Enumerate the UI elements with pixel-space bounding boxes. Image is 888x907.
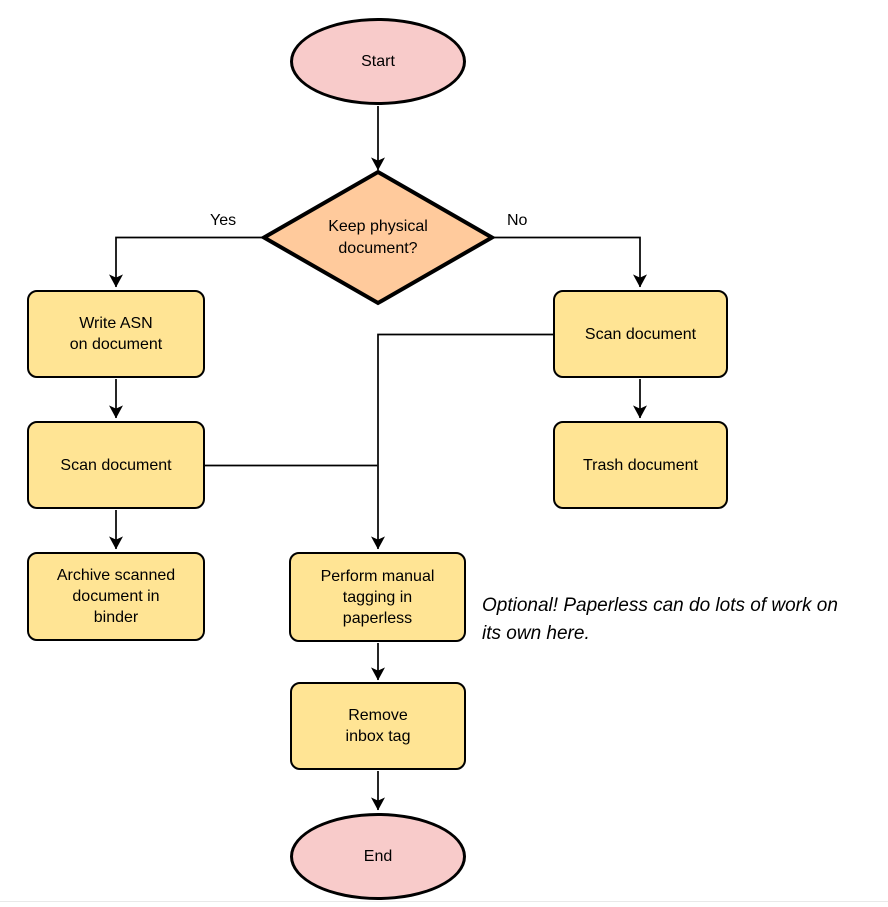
bottom-divider: [0, 901, 888, 902]
process-remove-inbox-tag: Remove inbox tag: [290, 682, 466, 770]
end-node: End: [290, 813, 466, 900]
edge-scan-right-to-tagging: [371, 333, 553, 550]
node-label: Archive scanned document in binder: [56, 567, 176, 626]
process-archive-binder: Archive scanned document in binder: [27, 552, 205, 641]
edge-label-no: No: [507, 212, 528, 229]
process-write-asn: Write ASN on document: [27, 290, 205, 378]
node-label: Trash document: [582, 456, 698, 474]
node-label: Scan document: [584, 325, 697, 343]
process-trash-document: Trash document: [553, 421, 728, 509]
start-node: Start: [290, 18, 466, 105]
node-label: Scan document: [60, 456, 172, 474]
edge-label-yes: Yes: [210, 212, 237, 229]
node-label: Perform manual tagging in paperless: [320, 567, 435, 627]
process-scan-document-left: Scan document: [27, 421, 205, 509]
edge-decision-yes: [109, 236, 264, 288]
edge-decision-no: [492, 236, 647, 288]
node-label: Write ASN on document: [69, 315, 163, 353]
node-label: Remove inbox tag: [345, 707, 411, 745]
decision-node-label: Keep physical document?: [328, 217, 428, 257]
decision-node: [259, 169, 497, 306]
node-label: End: [363, 848, 393, 865]
process-scan-document-right: Scan document: [553, 290, 728, 378]
process-manual-tagging: Perform manual tagging in paperless: [289, 552, 466, 642]
annotation-note: Optional! Paperless can do lots of work …: [482, 595, 838, 644]
node-label: Start: [361, 53, 395, 70]
